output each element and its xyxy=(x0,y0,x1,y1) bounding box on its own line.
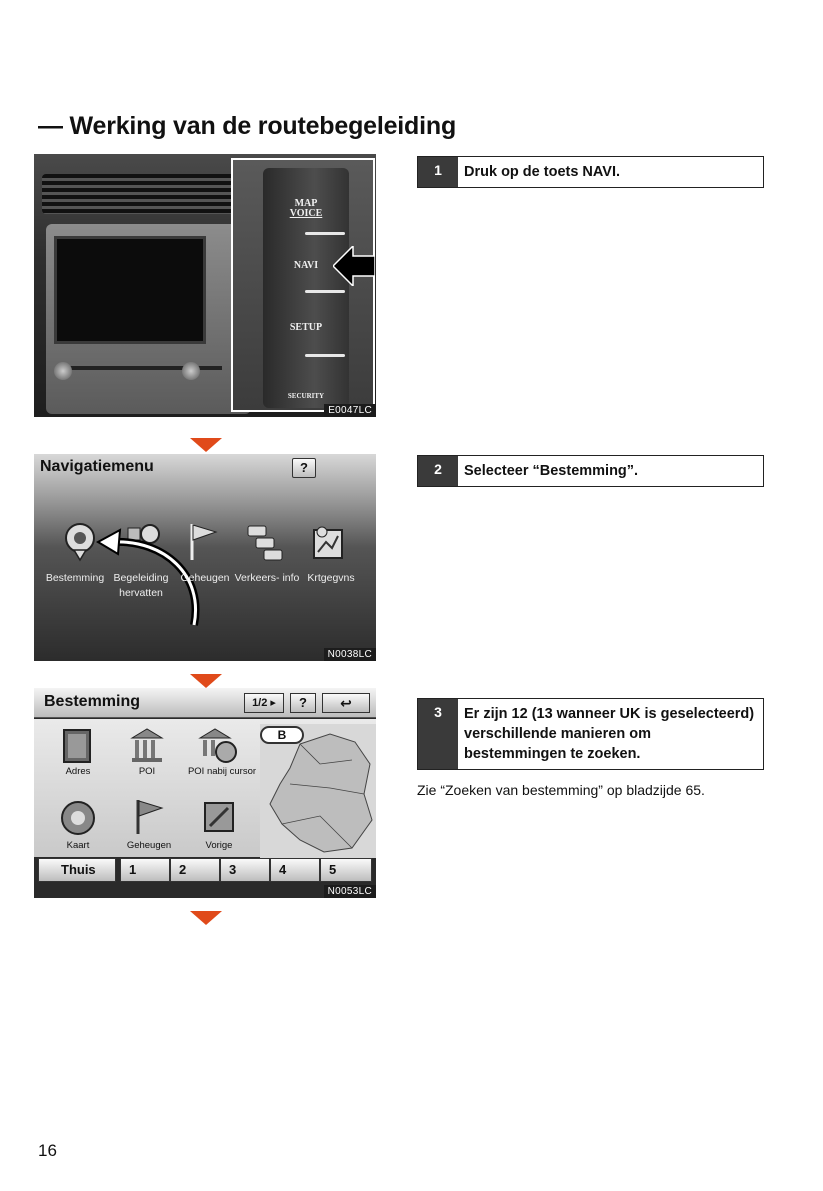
resume-guidance-icon[interactable] xyxy=(126,522,162,562)
down-arrow-icon xyxy=(190,438,222,452)
page-number: 16 xyxy=(38,1141,57,1160)
step-text: Selecteer “Bestemming”. xyxy=(464,463,639,479)
step-number: 2 xyxy=(418,456,458,486)
step-text: Druk op de toets NAVI. xyxy=(464,164,621,180)
screen-header xyxy=(34,688,376,718)
map-key[interactable]: MAP xyxy=(294,198,318,209)
option-adres[interactable]: Adres xyxy=(65,766,91,777)
menu-item-bestemming[interactable]: Bestemming xyxy=(45,572,105,584)
reference-note: Zie “Zoeken van bestemming” op bladzijde… xyxy=(417,782,705,798)
destination-icon[interactable] xyxy=(62,522,98,562)
button-panel xyxy=(263,168,349,408)
menu-item-krtgegvns[interactable]: Krtgegvns xyxy=(307,572,355,584)
poi-near-cursor-icon[interactable] xyxy=(198,726,238,766)
navigation-menu-screen: Navigatiemenu ? Bestemming Begeleiding h… xyxy=(34,454,376,661)
map-icon[interactable] xyxy=(58,800,98,836)
europe-map xyxy=(260,724,376,858)
help-button[interactable]: ? xyxy=(290,693,316,713)
memory-1-button[interactable]: 1 xyxy=(120,858,170,882)
security-key: SECURITY xyxy=(287,392,325,400)
voice-key[interactable]: VOICE xyxy=(289,208,323,219)
key-separator xyxy=(305,290,345,293)
cd-slot xyxy=(62,366,222,370)
key-separator xyxy=(305,232,345,235)
step-text: Er zijn 12 (13 wanneer UK is geselecteer… xyxy=(464,706,755,762)
page-indicator-button[interactable]: 1/2 ▸ xyxy=(244,693,284,713)
figure-code: E0047LC xyxy=(324,404,376,417)
step-3: 3 Er zijn 12 (13 wanneer UK is geselecte… xyxy=(417,698,764,770)
option-kaart[interactable]: Kaart xyxy=(66,840,90,851)
memory-5-button[interactable]: 5 xyxy=(320,858,372,882)
menu-item-geheugen[interactable]: Geheugen xyxy=(180,572,230,584)
option-vorige[interactable]: Vorige xyxy=(205,840,233,851)
step-number: 3 xyxy=(418,699,458,769)
help-button[interactable]: ? xyxy=(292,458,316,478)
figure-code: N0038LC xyxy=(323,648,376,661)
right-knob xyxy=(182,362,200,380)
option-poi[interactable]: POI xyxy=(138,766,156,777)
key-separator xyxy=(305,354,345,357)
option-geheugen[interactable]: Geheugen xyxy=(126,840,172,851)
back-button[interactable]: ↩ xyxy=(322,693,370,713)
display-screen xyxy=(54,236,206,344)
memory-flag-icon[interactable] xyxy=(132,798,166,836)
button-inset: MAP VOICE NAVI SETUP SECURITY xyxy=(231,158,375,412)
selection-arrow-icon xyxy=(95,528,200,626)
previous-icon[interactable] xyxy=(202,800,236,836)
step-1: 1 Druk op de toets NAVI. xyxy=(417,156,764,188)
left-knob xyxy=(54,362,72,380)
traffic-info-icon[interactable] xyxy=(246,522,286,562)
memory-2-button[interactable]: 2 xyxy=(170,858,220,882)
memory-flag-icon[interactable] xyxy=(186,522,222,562)
menu-item-verkeersinfo[interactable]: Verkeers- info xyxy=(234,572,300,584)
screen-title: Navigatiemenu xyxy=(40,458,154,475)
pointer-arrow-icon xyxy=(333,246,375,286)
option-poi-nabij-cursor[interactable]: POI nabij cursor xyxy=(187,766,257,777)
down-arrow-icon xyxy=(190,911,222,925)
step-2: 2 Selecteer “Bestemming”. xyxy=(417,455,764,487)
setup-key[interactable]: SETUP xyxy=(289,322,323,333)
dashboard-photo: MAP VOICE NAVI SETUP SECURITY E0047LC xyxy=(34,154,376,417)
destination-screen: Bestemming 1/2 ▸ ? ↩ B Adres POI POI nab… xyxy=(34,688,376,898)
step-number: 1 xyxy=(418,157,458,187)
address-icon[interactable] xyxy=(60,726,94,766)
home-button[interactable]: Thuis xyxy=(38,858,116,882)
poi-icon[interactable] xyxy=(130,726,164,766)
page-title: — Werking van de routebegeleiding xyxy=(38,112,457,140)
air-vent xyxy=(42,174,242,214)
b-button[interactable]: B xyxy=(260,726,304,744)
memory-4-button[interactable]: 4 xyxy=(270,858,320,882)
shortcut-bar: Thuis 1 2 3 4 5 xyxy=(38,858,372,882)
navi-key[interactable]: NAVI xyxy=(293,260,319,271)
memory-3-button[interactable]: 3 xyxy=(220,858,270,882)
menu-item-begeleiding[interactable]: Begeleiding hervatten xyxy=(113,572,169,599)
map-data-icon[interactable] xyxy=(310,522,346,562)
down-arrow-icon xyxy=(190,674,222,688)
figure-code: N0053LC xyxy=(323,885,376,898)
screen-title: Bestemming xyxy=(44,693,141,710)
